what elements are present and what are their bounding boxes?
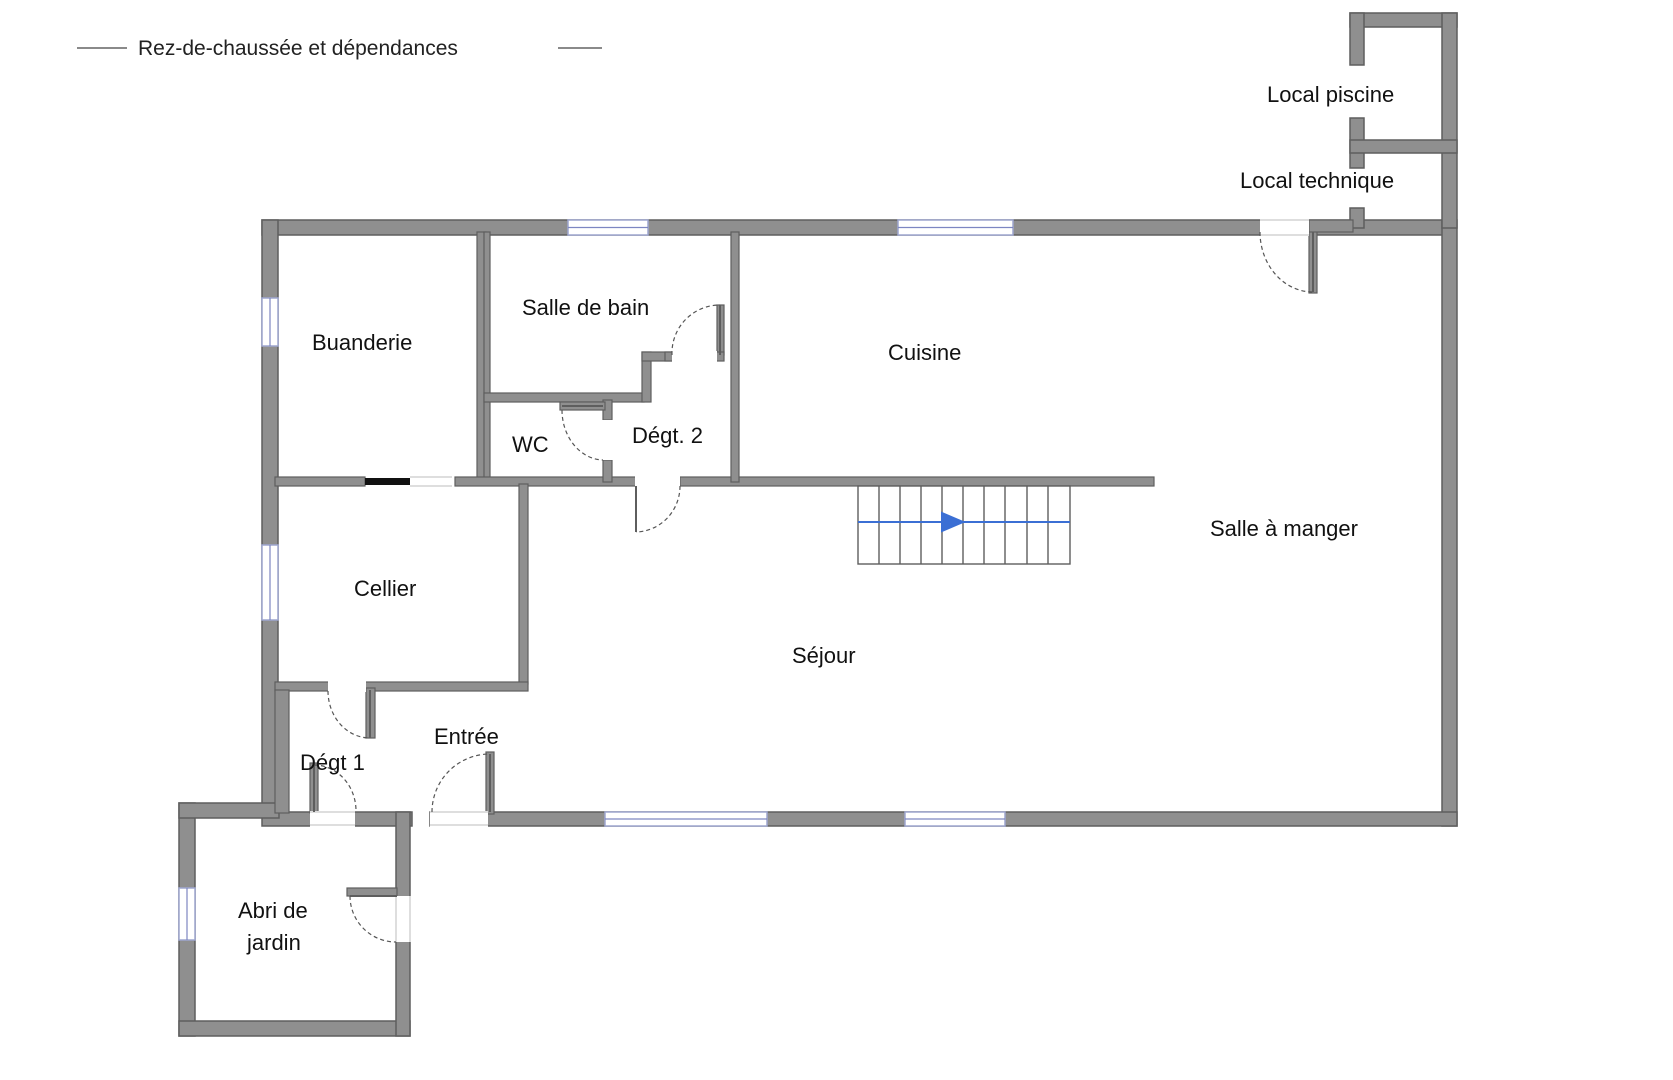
label-salle-de-bain: Salle de bain	[522, 295, 649, 320]
label-abri-de-jardin-line2: jardin	[246, 930, 301, 955]
plan-title-text: Rez-de-chaussée et dépendances	[138, 37, 458, 60]
label-local-piscine: Local piscine	[1267, 82, 1394, 107]
label-degt-1: Dégt 1	[300, 750, 365, 775]
label-local-technique: Local technique	[1240, 168, 1394, 193]
openings	[310, 219, 1309, 942]
room-labels: Local piscine Local technique Buanderie …	[238, 82, 1394, 955]
staircase	[857, 485, 1071, 565]
windows	[178, 219, 1014, 941]
label-sejour: Séjour	[792, 643, 856, 668]
label-abri-de-jardin-line1: Abri de	[238, 898, 308, 923]
plan-title: Rez-de-chaussée et dépendances	[77, 37, 602, 60]
label-entree: Entrée	[434, 724, 499, 749]
interior-walls	[274, 219, 1354, 897]
label-buanderie: Buanderie	[312, 330, 412, 355]
label-degt-2: Dégt. 2	[632, 423, 703, 448]
doors	[313, 231, 1314, 943]
label-cellier: Cellier	[354, 576, 416, 601]
stair-arrow-icon	[941, 511, 966, 533]
label-wc: WC	[512, 432, 549, 457]
label-salle-a-manger: Salle à manger	[1210, 516, 1358, 541]
label-cuisine: Cuisine	[888, 340, 961, 365]
